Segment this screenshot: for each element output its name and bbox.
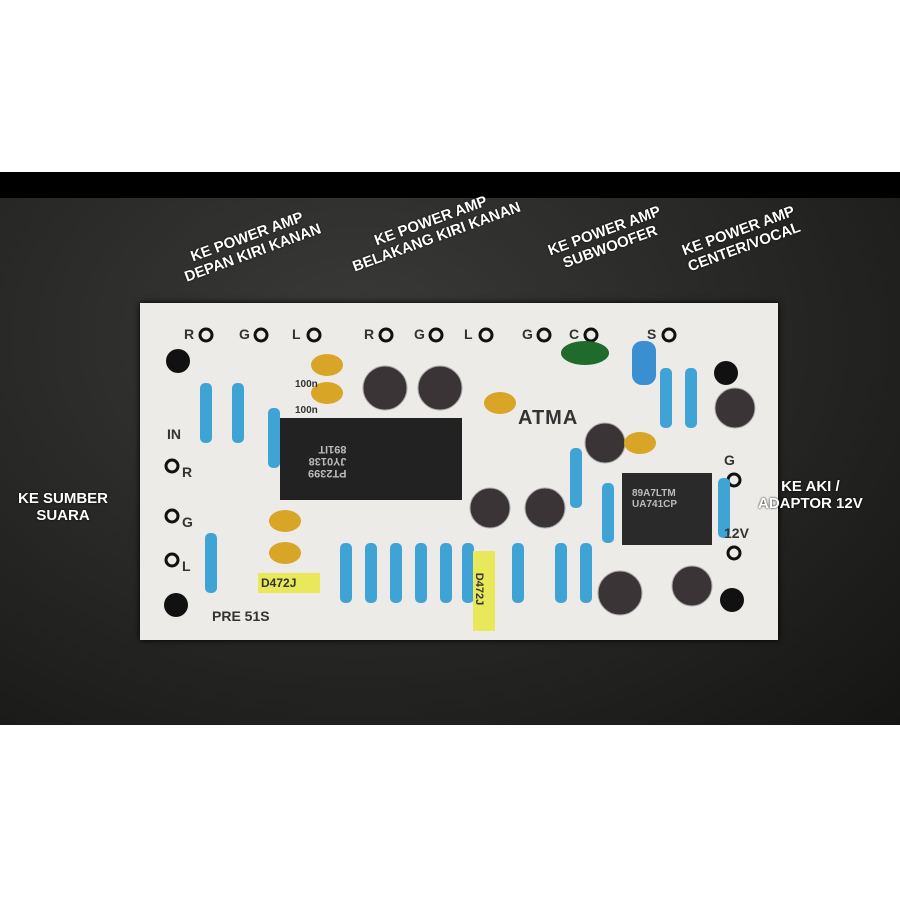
solder-pad bbox=[164, 508, 180, 524]
resistor bbox=[200, 383, 212, 443]
resistor bbox=[660, 368, 672, 428]
ic-line: 89A7LTM bbox=[632, 488, 676, 499]
pin-label: L bbox=[292, 326, 301, 342]
solder-pad bbox=[478, 327, 494, 343]
pin-label: G bbox=[239, 326, 250, 342]
solder-pad bbox=[306, 327, 322, 343]
pin-label: L bbox=[464, 326, 473, 342]
resistor bbox=[602, 483, 614, 543]
resistor bbox=[340, 543, 352, 603]
pin-label: S bbox=[647, 326, 657, 342]
capacitor-green bbox=[561, 341, 609, 365]
electrolytic-capacitor bbox=[671, 565, 713, 607]
resistor bbox=[512, 543, 524, 603]
solder-pad bbox=[164, 552, 180, 568]
pin-label: R bbox=[184, 326, 195, 342]
ceramic-capacitor bbox=[484, 392, 516, 414]
resistor bbox=[570, 448, 582, 508]
capacitor-blue bbox=[632, 341, 656, 385]
solder-pad bbox=[198, 327, 214, 343]
black-band bbox=[0, 172, 900, 198]
resistor bbox=[205, 533, 217, 593]
resistor bbox=[718, 478, 730, 538]
solder-pad bbox=[253, 327, 269, 343]
ic-line: 891IT bbox=[318, 443, 347, 455]
pin-label: 12V bbox=[724, 525, 749, 541]
resistor bbox=[415, 543, 427, 603]
pin-label: G bbox=[522, 326, 533, 342]
ceramic-capacitor bbox=[311, 354, 343, 376]
resistor bbox=[462, 543, 474, 603]
resistor bbox=[365, 543, 377, 603]
model-marking: PRE 51S bbox=[212, 608, 270, 624]
ceramic-capacitor bbox=[311, 382, 343, 404]
pin-label: C bbox=[569, 326, 580, 342]
cap-marking: 100n bbox=[295, 379, 318, 390]
pin-label: G bbox=[414, 326, 425, 342]
ic-main-marking: PT2399 JY0138 891IT bbox=[308, 443, 347, 479]
ic-op-marking: 89A7LTM UA741CP bbox=[632, 488, 677, 510]
electrolytic-capacitor bbox=[362, 365, 408, 411]
electrolytic-capacitor bbox=[584, 422, 626, 464]
solder-pad bbox=[378, 327, 394, 343]
solder-pad bbox=[661, 327, 677, 343]
resistor bbox=[390, 543, 402, 603]
ceramic-capacitor bbox=[269, 510, 301, 532]
pin-label: R bbox=[182, 464, 193, 480]
brand-marking: ATMA bbox=[518, 407, 579, 429]
resistor bbox=[268, 408, 280, 468]
solder-pad bbox=[164, 458, 180, 474]
capacitor-d472j bbox=[473, 551, 495, 631]
label-line: KE AKI / bbox=[781, 478, 840, 495]
ic-line: UA741CP bbox=[632, 499, 678, 510]
ic-line: JY0138 bbox=[308, 455, 347, 467]
label-power-input: KE AKI / ADAPTOR 12V bbox=[758, 478, 863, 512]
ceramic-capacitor bbox=[269, 542, 301, 564]
pcb-board: ATMA PRE 51S IN PT2399 JY0138 891IT 89A7… bbox=[140, 303, 778, 640]
resistor bbox=[232, 383, 244, 443]
solder-pad bbox=[428, 327, 444, 343]
resistor bbox=[440, 543, 452, 603]
electrolytic-capacitor bbox=[597, 570, 643, 616]
solder-pad bbox=[536, 327, 552, 343]
ceramic-capacitor bbox=[624, 432, 656, 454]
label-line: ADAPTOR 12V bbox=[758, 495, 863, 512]
cap-marking: 100n bbox=[295, 405, 318, 416]
in-marking: IN bbox=[167, 426, 181, 442]
pin-label: R bbox=[364, 326, 375, 342]
pin-label: G bbox=[182, 514, 193, 530]
capacitor-d472j bbox=[258, 573, 320, 593]
ic-ua741 bbox=[622, 473, 712, 545]
label-line: SUARA bbox=[36, 507, 90, 524]
electrolytic-capacitor bbox=[417, 365, 463, 411]
resistors bbox=[200, 368, 730, 603]
label-line: KE SUMBER bbox=[18, 490, 109, 507]
resistor bbox=[580, 543, 592, 603]
pcb-components bbox=[164, 327, 756, 631]
label-audio-source: KE SUMBER SUARA bbox=[18, 490, 108, 524]
solder-pad bbox=[583, 327, 599, 343]
pin-label: G bbox=[724, 452, 735, 468]
ic-pt2399 bbox=[280, 418, 462, 500]
cap-marking: D472J bbox=[473, 572, 486, 606]
electrolytic-capacitor bbox=[714, 387, 756, 429]
pin-label: L bbox=[182, 558, 191, 574]
resistor bbox=[555, 543, 567, 603]
cap-marking: D472J bbox=[261, 576, 297, 590]
ic-line: PT2399 bbox=[308, 467, 347, 479]
solder-pad bbox=[726, 545, 742, 561]
electrolytic-capacitor bbox=[469, 487, 511, 529]
resistor bbox=[685, 368, 697, 428]
electrolytic-capacitor bbox=[524, 487, 566, 529]
